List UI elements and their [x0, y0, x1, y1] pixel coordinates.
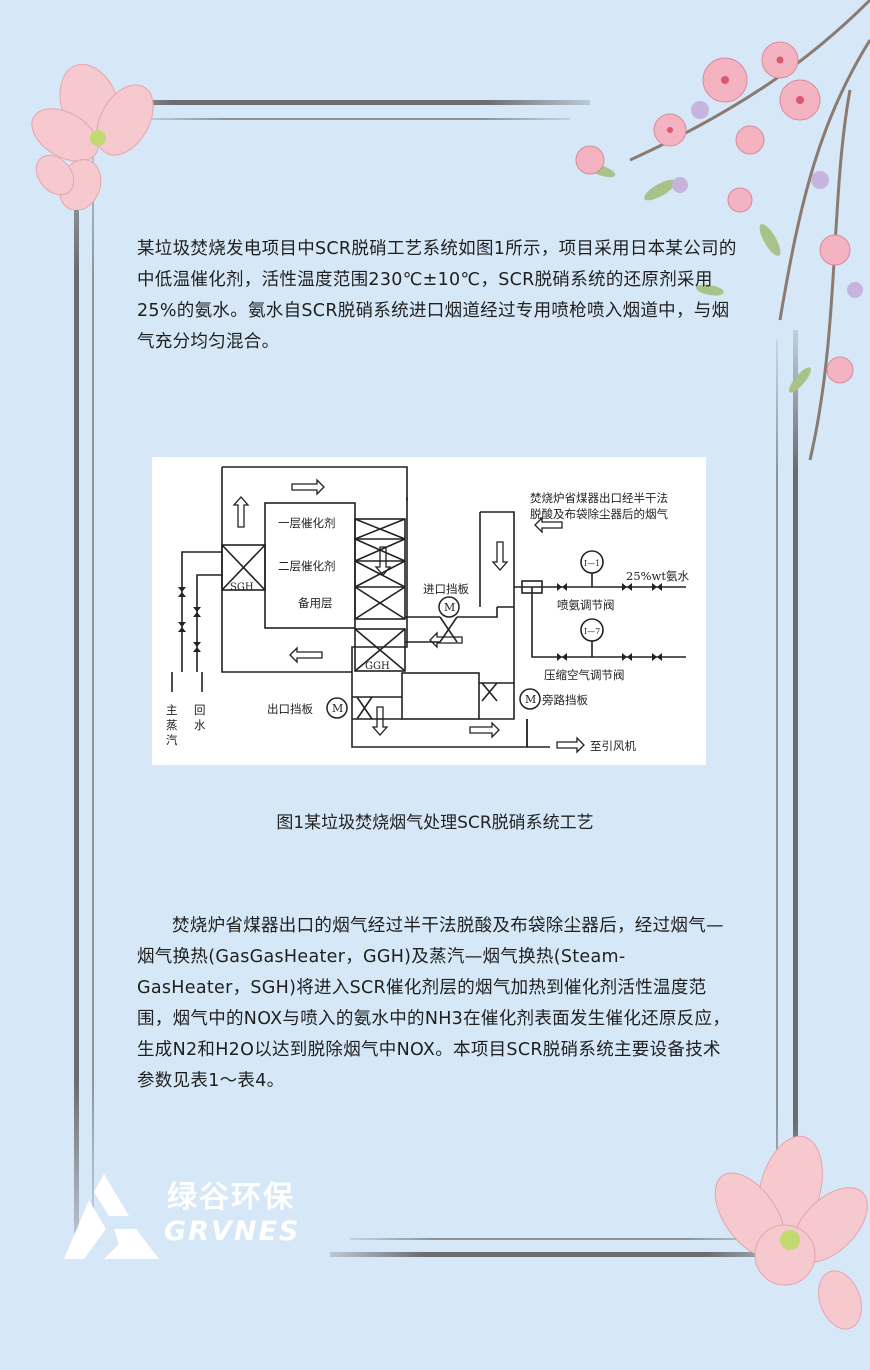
frame-top-line [70, 100, 590, 105]
motor-bypass-icon: M [525, 693, 536, 706]
magnolia-top-left-decoration [31, 63, 154, 210]
motor-outlet-icon: M [332, 702, 343, 715]
logo-chinese-text: 绿谷环保 [167, 1180, 295, 1215]
scr-process-diagram: 一层催化剂 二层催化剂 备用层 SGH GGH 进口挡板 出口挡板 旁路挡板 焚… [166, 466, 690, 754]
brand-logo: 绿谷环保 GRVNES [64, 1172, 324, 1262]
label-flue-gas-note-2: 脱酸及布袋除尘器后的烟气 [530, 507, 668, 521]
label-to-fan: 至引风机 [590, 739, 636, 753]
label-ammonia: 25%wt氨水 [626, 569, 690, 583]
process-diagram-figure: 一层催化剂 二层催化剂 备用层 SGH GGH 进口挡板 出口挡板 旁路挡板 焚… [152, 457, 706, 765]
logo-english-text: GRVNES [164, 1216, 301, 1247]
label-outlet-damper: 出口挡板 [267, 702, 313, 716]
body-paragraph: 焚烧炉省煤器出口的烟气经过半干法脱酸及布袋除尘器后，经过烟气—烟气换热(GasG… [137, 916, 731, 1091]
frame-bottom-line-inner [350, 1238, 770, 1240]
frame-left-line [74, 95, 79, 1255]
intro-paragraph: 某垃圾焚烧发电项目中SCR脱硝工艺系统如图1所示，项目采用日本某公司的中低温催化… [137, 239, 737, 352]
label-layer2: 二层催化剂 [278, 559, 336, 573]
label-flue-gas-note-1: 焚烧炉省煤器出口经半干法 [530, 491, 668, 505]
label-main-steam-2: 蒸 [166, 718, 178, 732]
label-sgh: SGH [230, 582, 254, 593]
motor-inlet-icon: M [444, 601, 455, 614]
frame-top-line-inner [140, 118, 570, 120]
label-return-water-2: 水 [194, 718, 206, 732]
figure-caption: 图1某垃圾焚烧烟气处理SCR脱硝系统工艺 [276, 813, 594, 833]
frame-bottom-line [330, 1252, 800, 1257]
gauge-1-label: I—1 [584, 559, 600, 568]
magnolia-bottom-right-decoration [714, 1135, 868, 1330]
label-air-valve: 压缩空气调节阀 [544, 668, 625, 682]
label-main-steam-3: 汽 [166, 733, 178, 747]
label-return-water-1: 回 [194, 703, 206, 717]
label-layer1: 一层催化剂 [278, 516, 336, 530]
label-spare: 备用层 [298, 596, 333, 610]
blossom-branch-top-right-decoration [575, 0, 870, 461]
label-inlet-damper: 进口挡板 [423, 582, 469, 596]
frame-right-line [793, 330, 798, 1260]
frame-right-line-inner [776, 340, 778, 1250]
logo-mark-icon [64, 1174, 159, 1259]
label-ggh: GGH [365, 661, 390, 672]
label-main-steam-1: 主 [166, 703, 178, 717]
gauge-2-label: I—7 [584, 627, 600, 636]
frame-left-line-inner [92, 110, 94, 1245]
label-ammonia-valve: 喷氨调节阀 [557, 598, 615, 612]
label-bypass-damper: 旁路挡板 [542, 693, 588, 707]
